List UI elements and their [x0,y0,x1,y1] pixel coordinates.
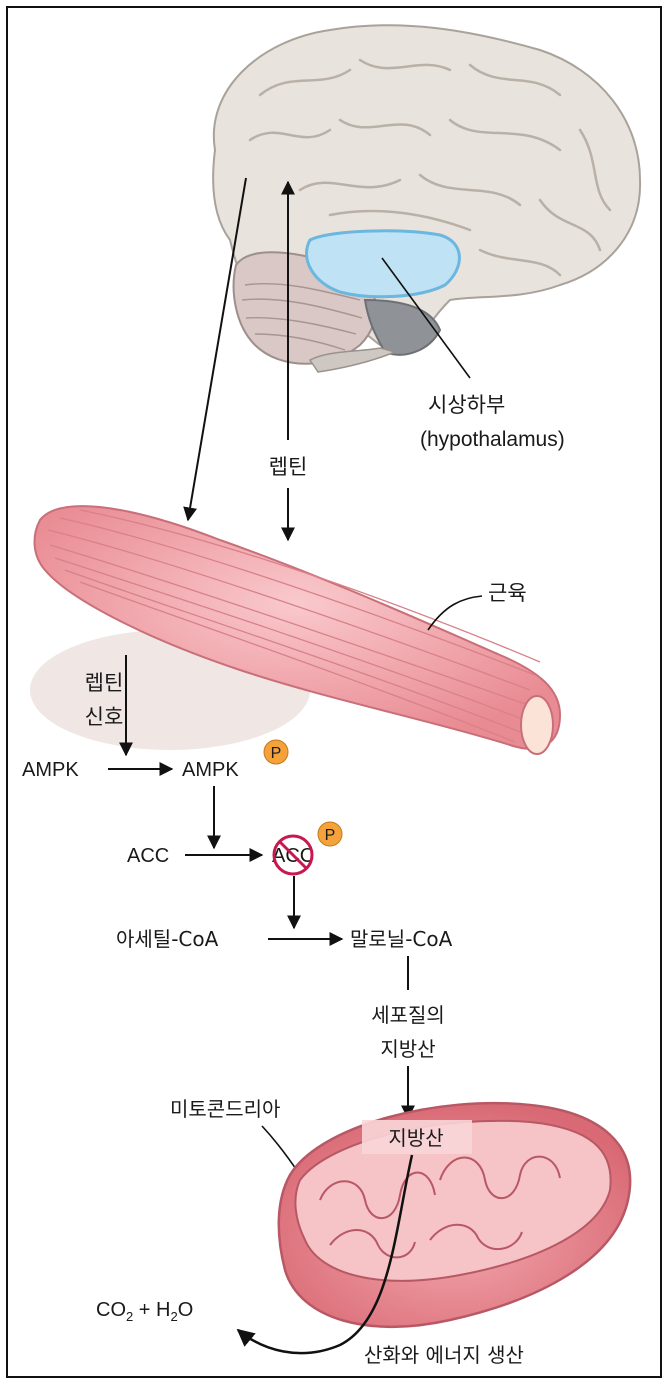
ampk-p-label: AMPK [182,759,239,781]
malonyl-coa-label: 말로닐-CoA [350,927,453,951]
cytoplasmic-fatty-acid-label-2: 지방산 [380,1037,435,1061]
fatty-acid-label: 지방산 [388,1126,443,1150]
muscle-label: 근육 [488,581,527,605]
ampk-label: AMPK [22,759,79,781]
ampk-phospho-badge: P [264,740,288,764]
leptin-signal-label-2: 신호 [85,705,124,729]
leptin-label: 렙틴 [269,455,308,479]
leptin-signal-label-1: 렙틴 [85,671,124,695]
hypothalamus-region [307,231,460,297]
svg-text:P: P [325,827,336,844]
acc-label: ACC [127,845,169,867]
oxidation-energy-label: 산화와 에너지 생산 [364,1343,524,1367]
svg-text:P: P [271,745,282,762]
mitochondria-illustration [279,1103,630,1327]
hypothalamus-label: 시상하부 [428,393,505,417]
acc-phospho-badge: P [318,822,342,846]
hypothalamus-en-label: (hypothalamus) [420,428,565,451]
acetyl-coa-label: 아세틸-CoA [116,927,219,951]
products-label: CO2 + H2O [96,1299,193,1324]
cytoplasmic-fatty-acid-label-1: 세포질의 [371,1003,445,1027]
brain-to-muscle-arrow [188,178,246,520]
mitochondria-label: 미토콘드리아 [170,1097,280,1121]
